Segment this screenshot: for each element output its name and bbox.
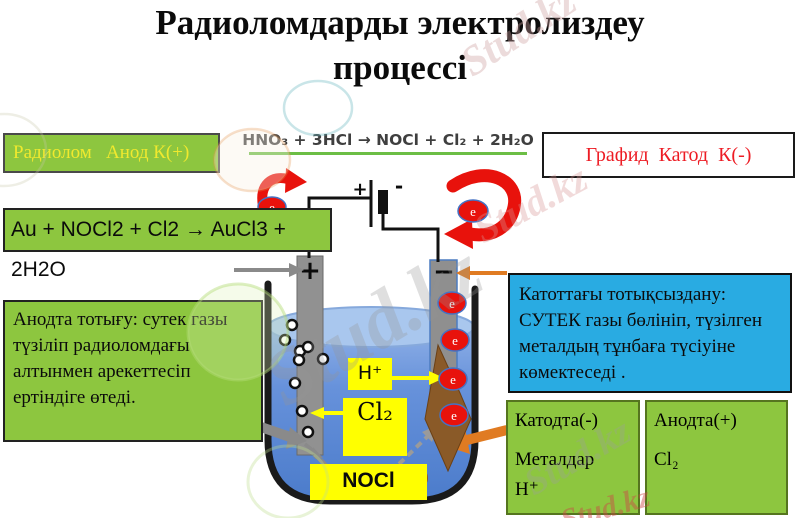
- dashed-gray-arrow: [397, 434, 430, 466]
- gold-equation-text: Au + NOCl2 + Cl2 → AuCl3 + 2H2O: [11, 218, 286, 281]
- electron-flow-arrowhead-left: [285, 168, 307, 193]
- cathode-products-line: Катодта(-): [515, 410, 598, 431]
- cathode-note-box: Катоттағы тотықсыздану: СУТЕК газы бөлін…: [508, 273, 792, 393]
- beaker-outline: [264, 280, 479, 505]
- anode-products-box: Анодта(+) Cl₂: [645, 400, 788, 515]
- anode-bottom-arrowhead: [286, 427, 307, 449]
- svg-text:e: e: [449, 296, 455, 311]
- svg-text:e: e: [470, 204, 476, 219]
- anode-products-line: Cl₂: [654, 449, 679, 470]
- radiolom-anode-box: Радиолом Анод К(+): [3, 133, 220, 173]
- anode-note-box: Анодта тотығу: сутек газы түзіліп радиол…: [3, 300, 263, 442]
- battery-minus-label: -: [395, 174, 403, 198]
- cathode-products-line: H⁺: [515, 479, 539, 500]
- cl2-label: Cl₂: [343, 398, 407, 456]
- svg-text:e: e: [452, 333, 458, 348]
- anode-sign: +: [299, 256, 321, 286]
- anode-products-line: Анодта(+): [654, 410, 737, 431]
- svg-text:e: e: [451, 408, 457, 423]
- deposit-pointer-arrow: [461, 425, 509, 446]
- gas-bubbles: [278, 318, 330, 439]
- svg-text:e: e: [269, 200, 275, 215]
- cathode-products-line: Металдар: [515, 449, 595, 470]
- gold-equation-box: Au + NOCl2 + Cl2 → AuCl3 + 2H2O: [3, 208, 332, 281]
- electron-badge: e: [440, 328, 470, 352]
- graphite-cathode-box: Графид Катод К(-): [542, 132, 795, 178]
- title-line-1: Радиоломдарды электролиздеу: [155, 3, 645, 42]
- electron-badge: e: [438, 367, 468, 391]
- cathode-sign: −: [433, 257, 455, 287]
- electron-badge: e: [457, 199, 489, 223]
- cathode-pointer-arrowhead: [456, 266, 470, 280]
- svg-text:e: e: [450, 372, 456, 387]
- electron-badge: e: [439, 403, 469, 427]
- cl2-arrowhead: [310, 407, 324, 419]
- page-title: Радиоломдарды электролиздеу процессі: [0, 0, 800, 90]
- electron-badges: e e e e e e: [257, 196, 489, 427]
- battery-minus-plate: [378, 190, 388, 214]
- battery-plus-label: +: [352, 179, 367, 200]
- formula-underline: [249, 152, 527, 155]
- radiolom-anode-label: Радиолом Анод К(+): [13, 142, 190, 163]
- cathode-products-box: Катодта(-) Металдар H⁺: [506, 400, 640, 515]
- nocl-label: NOCl: [310, 464, 427, 500]
- h-plus-label: H⁺: [348, 358, 392, 390]
- electron-flow-arrowhead-right: [444, 219, 473, 249]
- h-plus-arrowhead: [429, 371, 444, 385]
- graphite-cathode-label: Графид Катод К(-): [585, 144, 752, 166]
- reaction-formula: HNO₃ + 3HCl → NOCl + Cl₂ + 2H₂O: [242, 131, 534, 149]
- title-line-2: процессі: [332, 48, 468, 87]
- anode-note-text: Анодта тотығу: сутек газы түзіліп радиол…: [13, 309, 228, 408]
- electron-badge: e: [437, 291, 467, 315]
- anode-pointer-arrowhead: [289, 263, 304, 277]
- cathode-note-text: Катоттағы тотықсыздану: СУТЕК газы бөлін…: [519, 284, 763, 383]
- anode-bottom-arrow: [256, 421, 292, 442]
- electron-flow-arrow-right: [446, 169, 522, 242]
- cathode-wire: [381, 214, 440, 262]
